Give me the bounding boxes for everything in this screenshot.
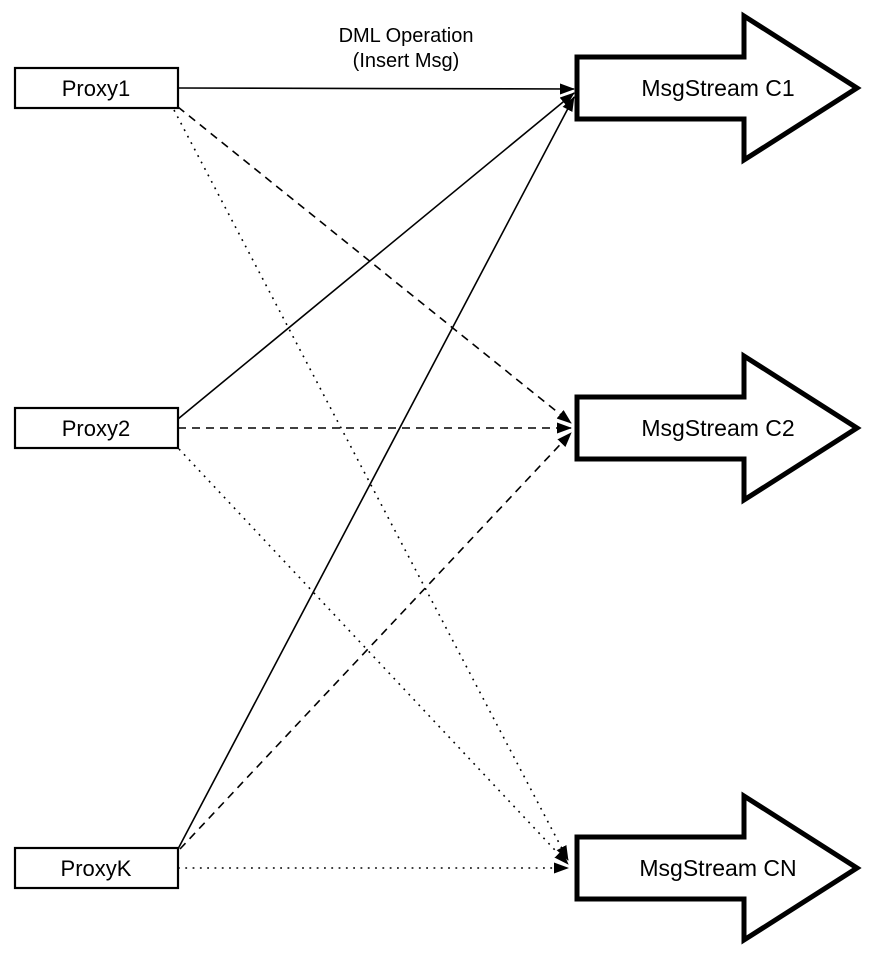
msgstream-cn-arrow xyxy=(574,791,862,945)
node-msgstream-c2: MsgStream C2 xyxy=(574,351,862,505)
edge-proxy1-cn xyxy=(173,109,569,861)
proxy2-box xyxy=(13,406,180,450)
proxy1-box xyxy=(13,66,180,110)
node-proxy2: Proxy2 xyxy=(13,406,180,450)
edge-proxyk-c1 xyxy=(177,96,575,850)
proxy2-label: Proxy2 xyxy=(62,416,130,441)
diagram-title-line1: DML Operation xyxy=(339,25,474,47)
edge-proxy1-c1 xyxy=(177,83,575,95)
node-msgstream-cn: MsgStream CN xyxy=(574,791,862,945)
msgstream-cn-label: MsgStream CN xyxy=(639,855,796,881)
msgstream-c1-arrow xyxy=(574,11,862,165)
edge-proxy1-c2 xyxy=(177,106,572,424)
msgstream-c2-label: MsgStream C2 xyxy=(641,415,794,441)
proxyk-label: ProxyK xyxy=(61,856,132,881)
node-msgstream-c1: MsgStream C1 xyxy=(574,11,862,165)
msgstream-c1-label: MsgStream C1 xyxy=(641,75,794,101)
edge-proxy2-c1 xyxy=(177,92,575,420)
msgstream-c2-arrow xyxy=(574,351,862,505)
edge-proxy2-cn xyxy=(178,448,569,865)
diagram-title-line2: (Insert Msg) xyxy=(353,50,460,72)
edge-proxyk-c2 xyxy=(179,432,572,850)
node-proxy1: Proxy1 xyxy=(13,66,180,110)
node-proxyk: ProxyK xyxy=(13,846,180,890)
proxy1-label: Proxy1 xyxy=(62,76,130,101)
proxyk-box xyxy=(13,846,180,890)
